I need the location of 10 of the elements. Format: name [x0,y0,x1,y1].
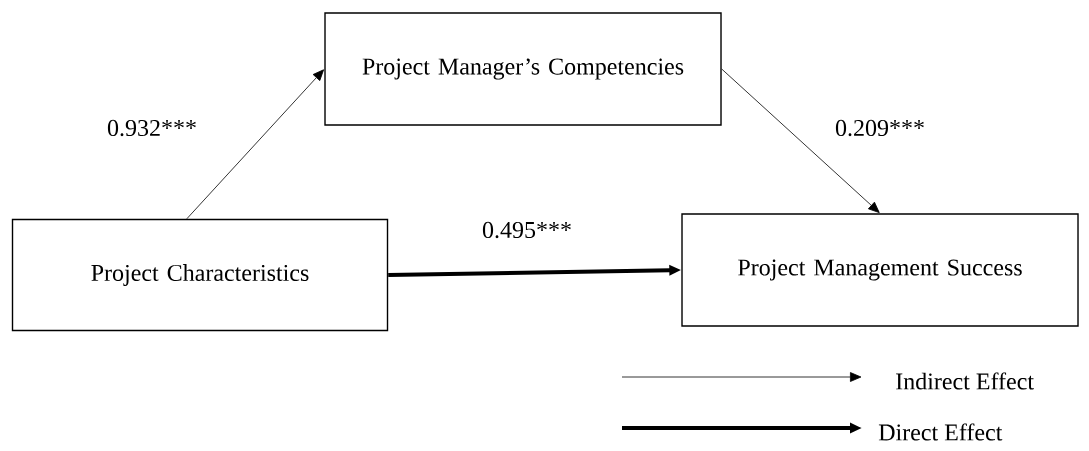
edge-label: 0.209*** [834,118,926,138]
concept-box: Project Characteristics [11,218,389,332]
legend-text: Indirect Effect [896,372,1034,390]
concept-box: Project Manager’s Competencies [324,12,722,126]
edge-label: 0.495*** [481,220,573,240]
arrow [721,68,880,213]
legend-text: Direct Effect [878,423,1003,441]
edge-label: 0.932*** [106,118,198,138]
concept-box: Project Management Success [681,213,1079,327]
arrow [186,69,324,220]
